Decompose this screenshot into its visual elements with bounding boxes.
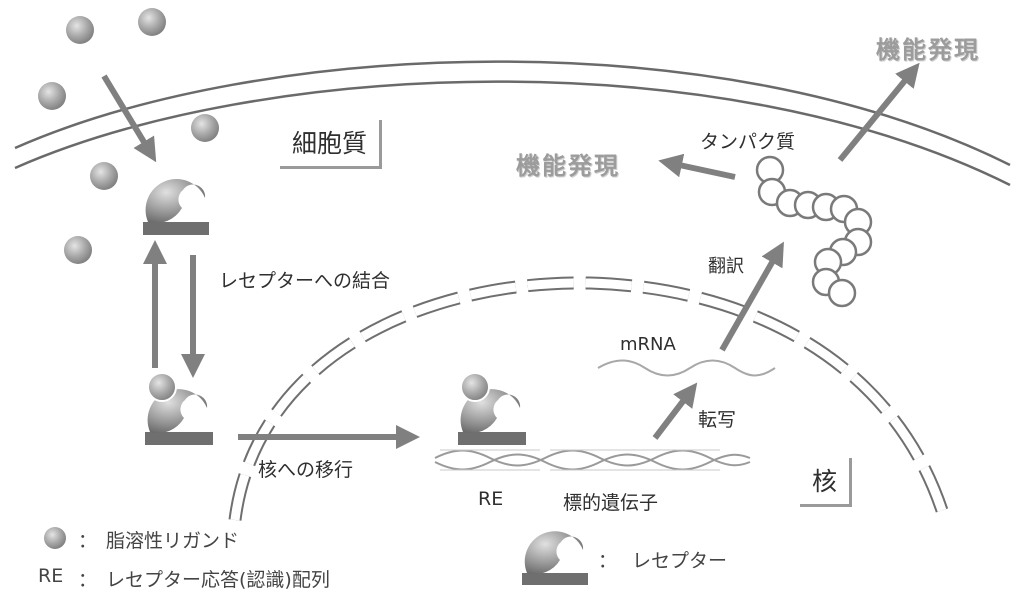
function-arrow-up: [837, 62, 920, 162]
receptor-on-dna: [458, 372, 526, 445]
transcription-label: 転写: [698, 409, 737, 431]
mrna-strand: [597, 359, 776, 377]
legend-receptor-swatch: [522, 531, 588, 585]
translation-arrow: [719, 241, 784, 352]
cell-membrane: [14, 60, 1011, 187]
translation-label: 翻訳: [708, 256, 744, 277]
transcription-arrow: [652, 382, 698, 440]
ligand: [191, 114, 219, 142]
legend-re-sep: ：: [78, 569, 98, 591]
nucleus-label: 核: [800, 458, 853, 507]
receptor-unbound: [143, 179, 209, 235]
ligand: [66, 16, 94, 44]
cytoplasm-label: 細胞質: [280, 120, 383, 169]
receptor-binding-label: レセプターへの結合: [219, 270, 391, 292]
re-label: RE: [478, 488, 504, 510]
ligand-group: [38, 8, 219, 264]
legend-ligand-text: 脂溶性リガンド: [106, 530, 240, 552]
legend-receptor-sep: ：: [598, 550, 618, 572]
mrna-label: mRNA: [620, 334, 676, 355]
protein-label: タンパク質: [700, 131, 796, 153]
legend-ligand-sep: ：: [78, 530, 98, 552]
function-expression-mid-label: 機能発現: [516, 152, 620, 180]
function-arrow-left: [658, 153, 736, 180]
protein-chain: [755, 155, 873, 308]
legend-receptor-text: レセプター: [632, 550, 728, 572]
receptor-bound: [145, 372, 213, 445]
ligand: [90, 162, 118, 190]
nuclear-envelope: [228, 276, 952, 522]
dna-helix: [434, 449, 751, 471]
legend-re-text: レセプター応答(認識)配列: [106, 569, 330, 591]
ligand: [38, 82, 66, 110]
function-expression-top-label: 機能発現: [876, 36, 980, 64]
ligand: [138, 8, 166, 36]
legend-ligand-swatch: [44, 527, 66, 549]
legend-re-key: RE: [38, 565, 64, 587]
target-gene-label: 標的遺伝子: [563, 492, 659, 514]
ligand-entry-arrow: [101, 74, 157, 163]
nuclear-translocation-label: 核への移行: [258, 459, 354, 481]
ligand: [64, 236, 92, 264]
